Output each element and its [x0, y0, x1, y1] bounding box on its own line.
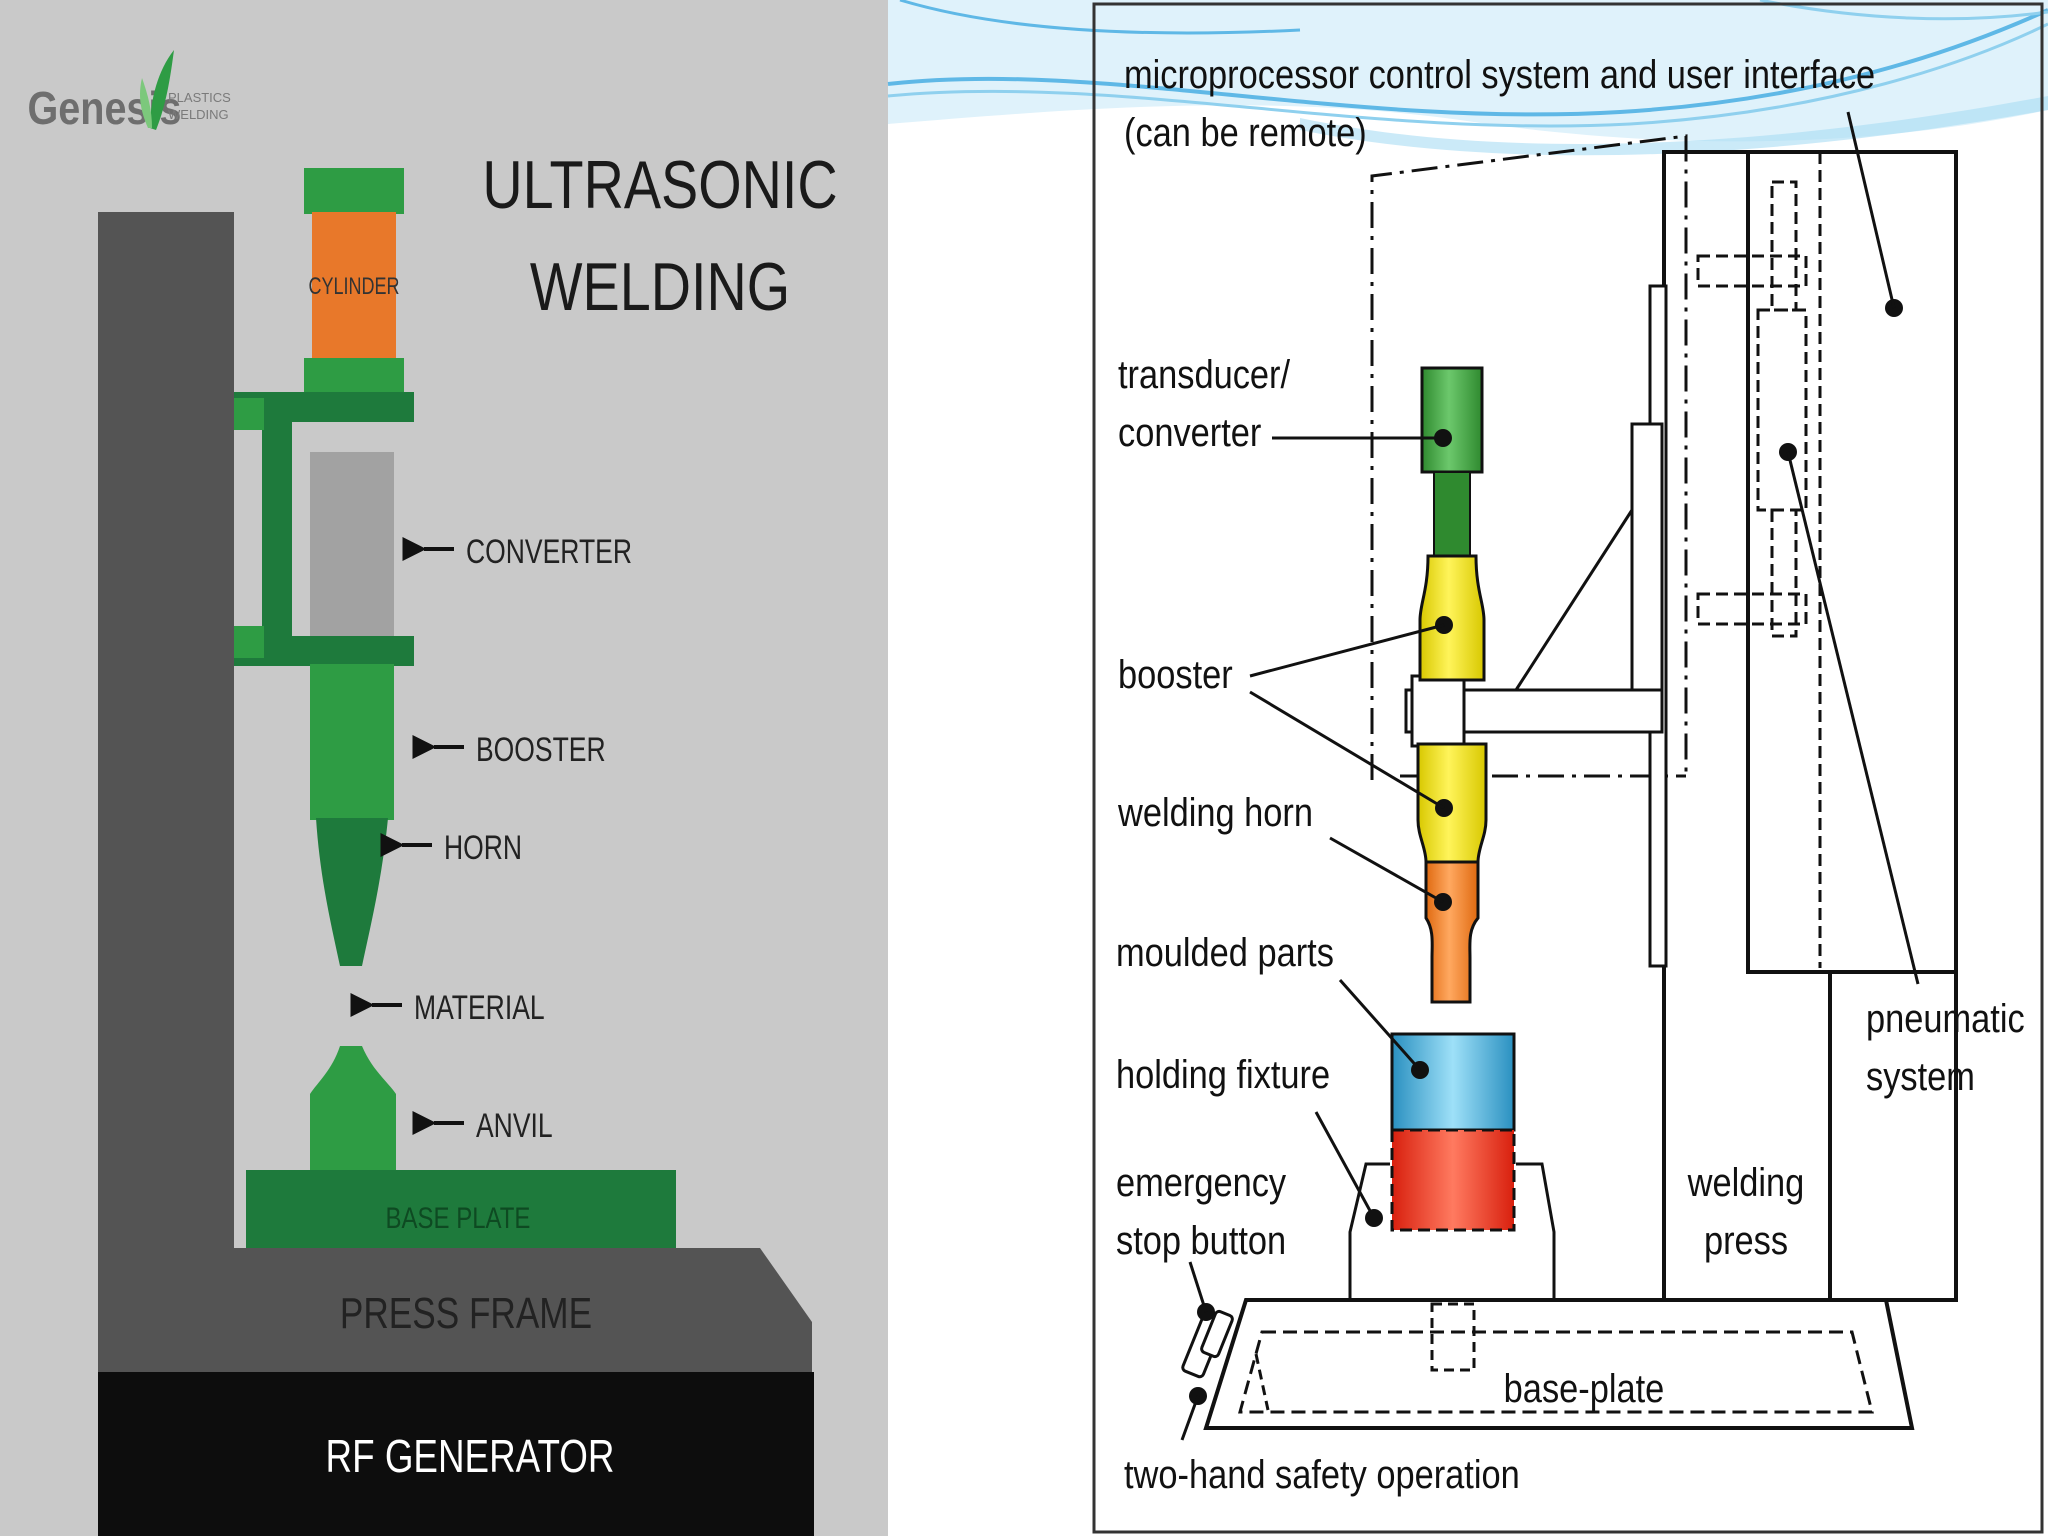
- pneumatic-leader: [1786, 451, 1920, 985]
- leader-lines: [1180, 436, 1445, 1441]
- right-panel: microprocessor control system and user i…: [887, 0, 2048, 1536]
- control-system-outline: [1370, 134, 1688, 780]
- horn-clamp-inner: [1410, 674, 1466, 748]
- press-frame-label: PRESS FRAME: [340, 1289, 592, 1338]
- carriage-brace: [1514, 509, 1634, 691]
- fixture-red: [1390, 1128, 1516, 1232]
- cylinder-body: [312, 212, 396, 362]
- booster-label-right: booster: [1118, 652, 1233, 697]
- converter-block: [310, 452, 394, 636]
- pneumatic-cylinder: [1696, 152, 1822, 968]
- horn-shape: [316, 818, 388, 966]
- welding-press-label-2: press: [1704, 1218, 1788, 1263]
- bracket-vertical: [262, 420, 292, 660]
- material-label: MATERIAL: [414, 989, 545, 1027]
- transducer-label-1: transducer/: [1118, 352, 1291, 397]
- control-label-2: (can be remote): [1124, 110, 1367, 155]
- anvil-label: ANVIL: [476, 1107, 553, 1145]
- transducer-block: [1420, 366, 1484, 474]
- cylinder-cap-top: [304, 168, 404, 214]
- wave-header: [887, 0, 2048, 156]
- press-frame: [98, 1248, 812, 1372]
- horn-label: HORN: [444, 829, 522, 867]
- anvil-callout: ANVIL: [412, 1107, 553, 1145]
- bracket-tab-bottom: [234, 626, 264, 658]
- emergency-label-2: stop button: [1116, 1218, 1286, 1263]
- leaf-icon: [150, 50, 174, 130]
- welding-horn-body: [1424, 860, 1480, 1004]
- anvil-shape: [310, 1046, 396, 1170]
- press-column: [98, 212, 234, 1372]
- rf-generator: [98, 1372, 814, 1536]
- welding-press-label-1: welding: [1687, 1160, 1805, 1205]
- transducer-neck: [1433, 471, 1471, 557]
- booster-callout: BOOSTER: [412, 731, 606, 769]
- base-plate-label: BASE PLATE: [386, 1200, 531, 1234]
- booster-label: BOOSTER: [476, 731, 606, 769]
- title-line-2: WELDING: [530, 250, 790, 325]
- holding-fixture-label: holding fixture: [1116, 1052, 1330, 1097]
- genesis-logo: Genesis PLASTICS WELDING: [28, 50, 231, 135]
- control-label-1: microprocessor control system and user i…: [1124, 52, 1875, 97]
- two-hand-buttons: [1181, 1309, 1234, 1379]
- leaf-icon-2: [140, 78, 152, 128]
- base-plate-slot: [1430, 1302, 1476, 1372]
- material-callout: MATERIAL: [350, 989, 545, 1027]
- cylinder-label: CYLINDER: [309, 274, 400, 300]
- converter-label: CONVERTER: [466, 533, 632, 571]
- brand-tagline-1: PLASTICS: [168, 90, 231, 105]
- converter-callout: CONVERTER: [402, 533, 632, 571]
- base-plate: [246, 1170, 676, 1248]
- booster-block: [310, 664, 394, 820]
- cylinder-cap-bottom: [304, 358, 404, 392]
- moulded-parts-label: moulded parts: [1116, 930, 1334, 975]
- horn-callout: HORN: [380, 829, 522, 867]
- emergency-label-1: emergency: [1116, 1160, 1286, 1205]
- base-slot-diag: [1254, 1353, 1270, 1411]
- moulded-parts: [1390, 1032, 1516, 1132]
- pneumatic-box: [1746, 150, 1958, 974]
- booster-lower: [1416, 742, 1488, 864]
- holding-fixture: [1348, 1162, 1556, 1300]
- pneumatic-label-2: system: [1866, 1054, 1975, 1099]
- left-panel: Genesis PLASTICS WELDING ULTRASONIC WELD…: [0, 0, 888, 1536]
- slide-frame: [1092, 2, 2044, 1534]
- two-hand-label: two-hand safety operation: [1124, 1452, 1520, 1497]
- control-leader: [1846, 111, 1896, 309]
- welding-horn-label: welding horn: [1117, 790, 1313, 835]
- pneumatic-label-1: pneumatic: [1866, 996, 2025, 1041]
- rf-generator-label: RF GENERATOR: [326, 1430, 615, 1482]
- brand-tagline-2: WELDING: [168, 107, 229, 122]
- base-plate-label-right: base-plate: [1504, 1366, 1665, 1411]
- transducer-label-2: converter: [1118, 410, 1261, 455]
- booster-body: [1418, 554, 1486, 682]
- title-line-1: ULTRASONIC: [482, 148, 837, 223]
- carriage-post: [1630, 422, 1664, 726]
- base-plate-inner: [1238, 1330, 1874, 1414]
- bracket-tab-top: [234, 398, 264, 430]
